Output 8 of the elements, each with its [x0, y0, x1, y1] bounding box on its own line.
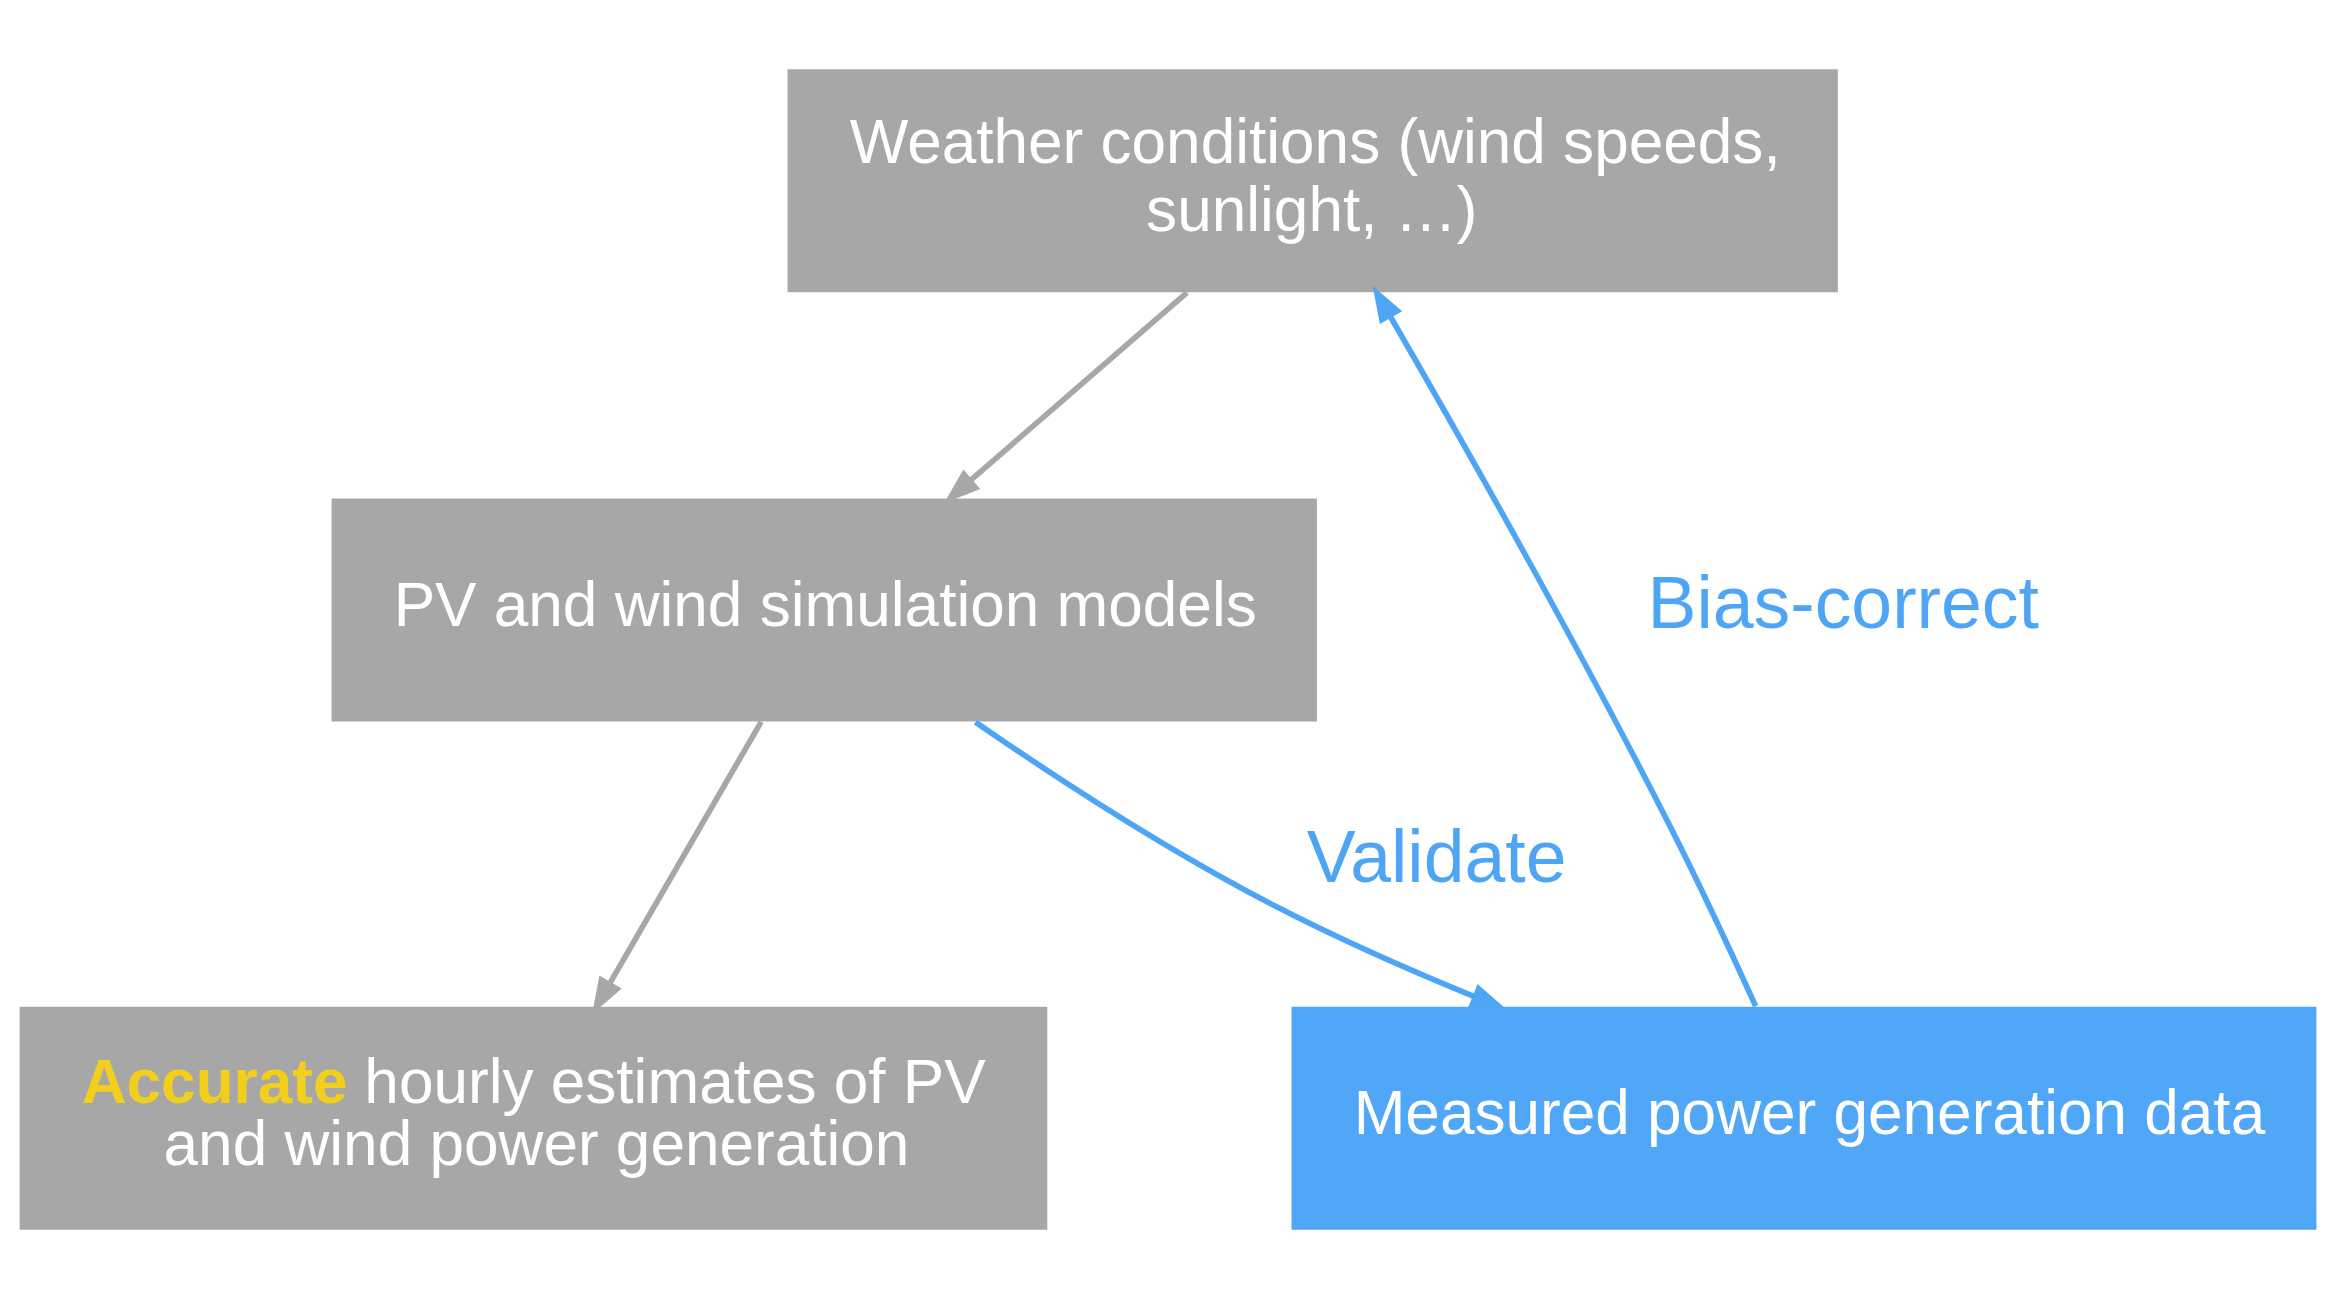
node-box: PV and wind simulation models	[331, 497, 1317, 721]
edge-label: Validate	[1306, 815, 1567, 898]
node-box: Weather conditions (wind speeds, sunlight, …)	[787, 68, 1838, 292]
edge-label: Bias-correct	[1647, 561, 2039, 644]
node-box: Measured power generation data	[1291, 1006, 2317, 1230]
arrow	[1372, 285, 1759, 1007]
arrow	[973, 719, 1507, 1010]
node-box: Accurate hourly estimates of PV and wind power generation	[19, 1006, 1048, 1230]
